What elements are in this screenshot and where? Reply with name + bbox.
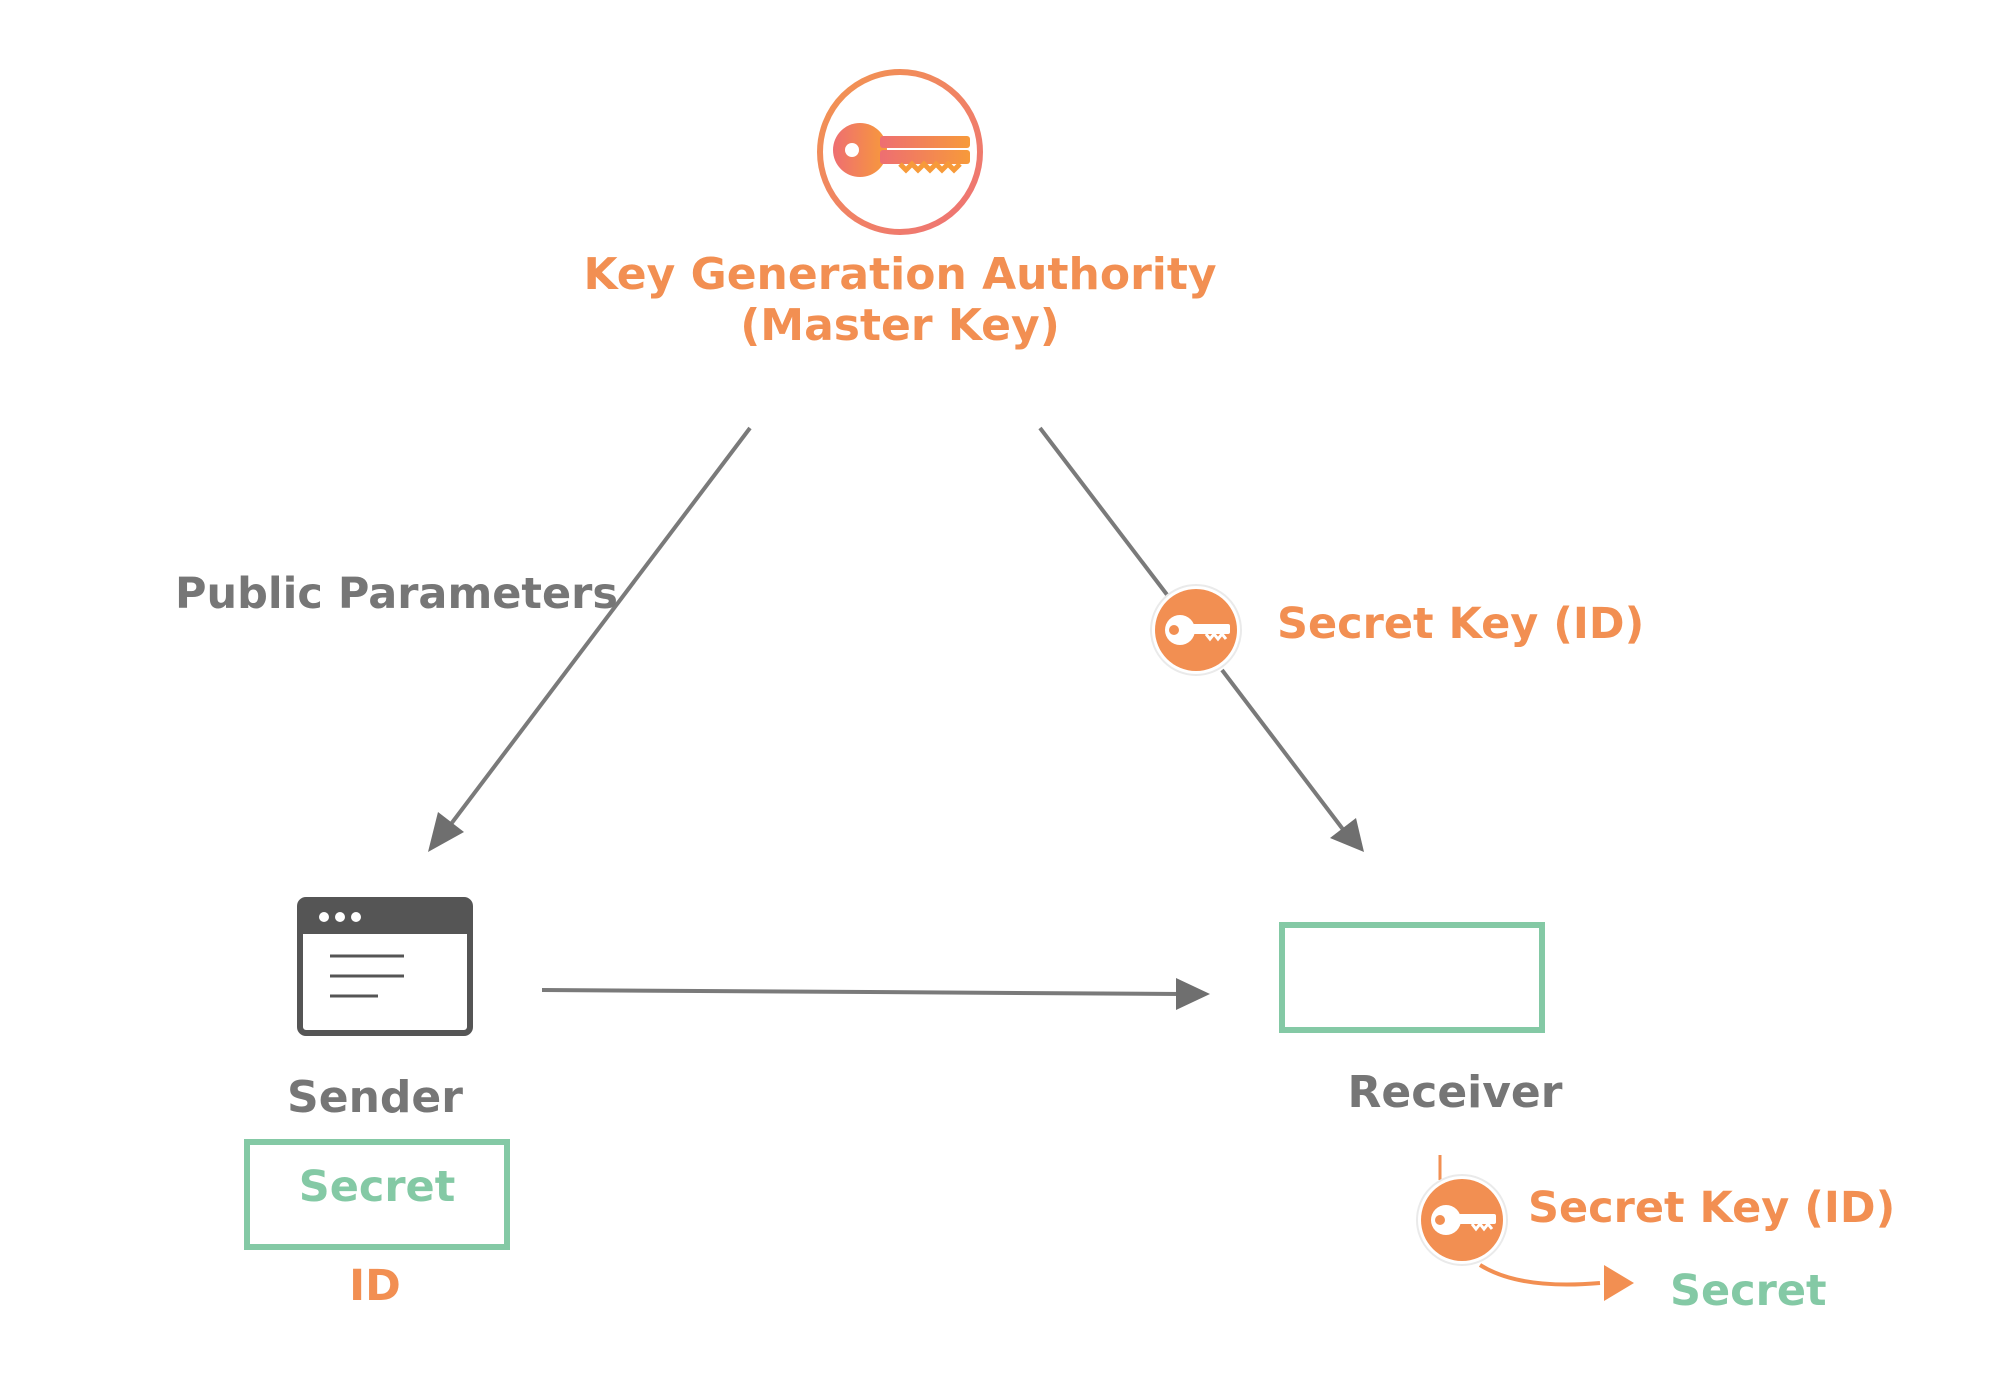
sender-id-label: ID bbox=[349, 1261, 401, 1311]
master-key-icon bbox=[817, 69, 983, 235]
receiver-secret-key-label: Secret Key (ID) bbox=[1528, 1183, 1896, 1233]
secret-key-arrow bbox=[1038, 426, 1364, 852]
authority-label: Key Generation Authority (Master Key) bbox=[500, 249, 1300, 351]
public-parameters-arrow bbox=[428, 426, 752, 852]
receiver-box bbox=[1279, 922, 1545, 1033]
sender-to-receiver-arrow bbox=[541, 978, 1210, 1010]
decryption-flow bbox=[1438, 1155, 1634, 1301]
public-parameters-label: Public Parameters bbox=[175, 569, 618, 619]
sender-secret-label: Secret bbox=[298, 1162, 456, 1212]
secret-key-label: Secret Key (ID) bbox=[1277, 599, 1645, 649]
receiver-label: Receiver bbox=[1347, 1067, 1563, 1118]
sender-secret-box bbox=[244, 1139, 510, 1250]
authority-subtitle: (Master Key) bbox=[740, 299, 1060, 351]
receiver-secret-output-label: Secret bbox=[1670, 1266, 1827, 1316]
authority-title: Key Generation Authority bbox=[583, 249, 1217, 300]
secret-key-icon bbox=[1416, 1174, 1508, 1266]
secret-key-icon bbox=[1150, 584, 1242, 676]
sender-label: Sender bbox=[287, 1072, 463, 1123]
browser-window-icon bbox=[297, 897, 473, 1036]
